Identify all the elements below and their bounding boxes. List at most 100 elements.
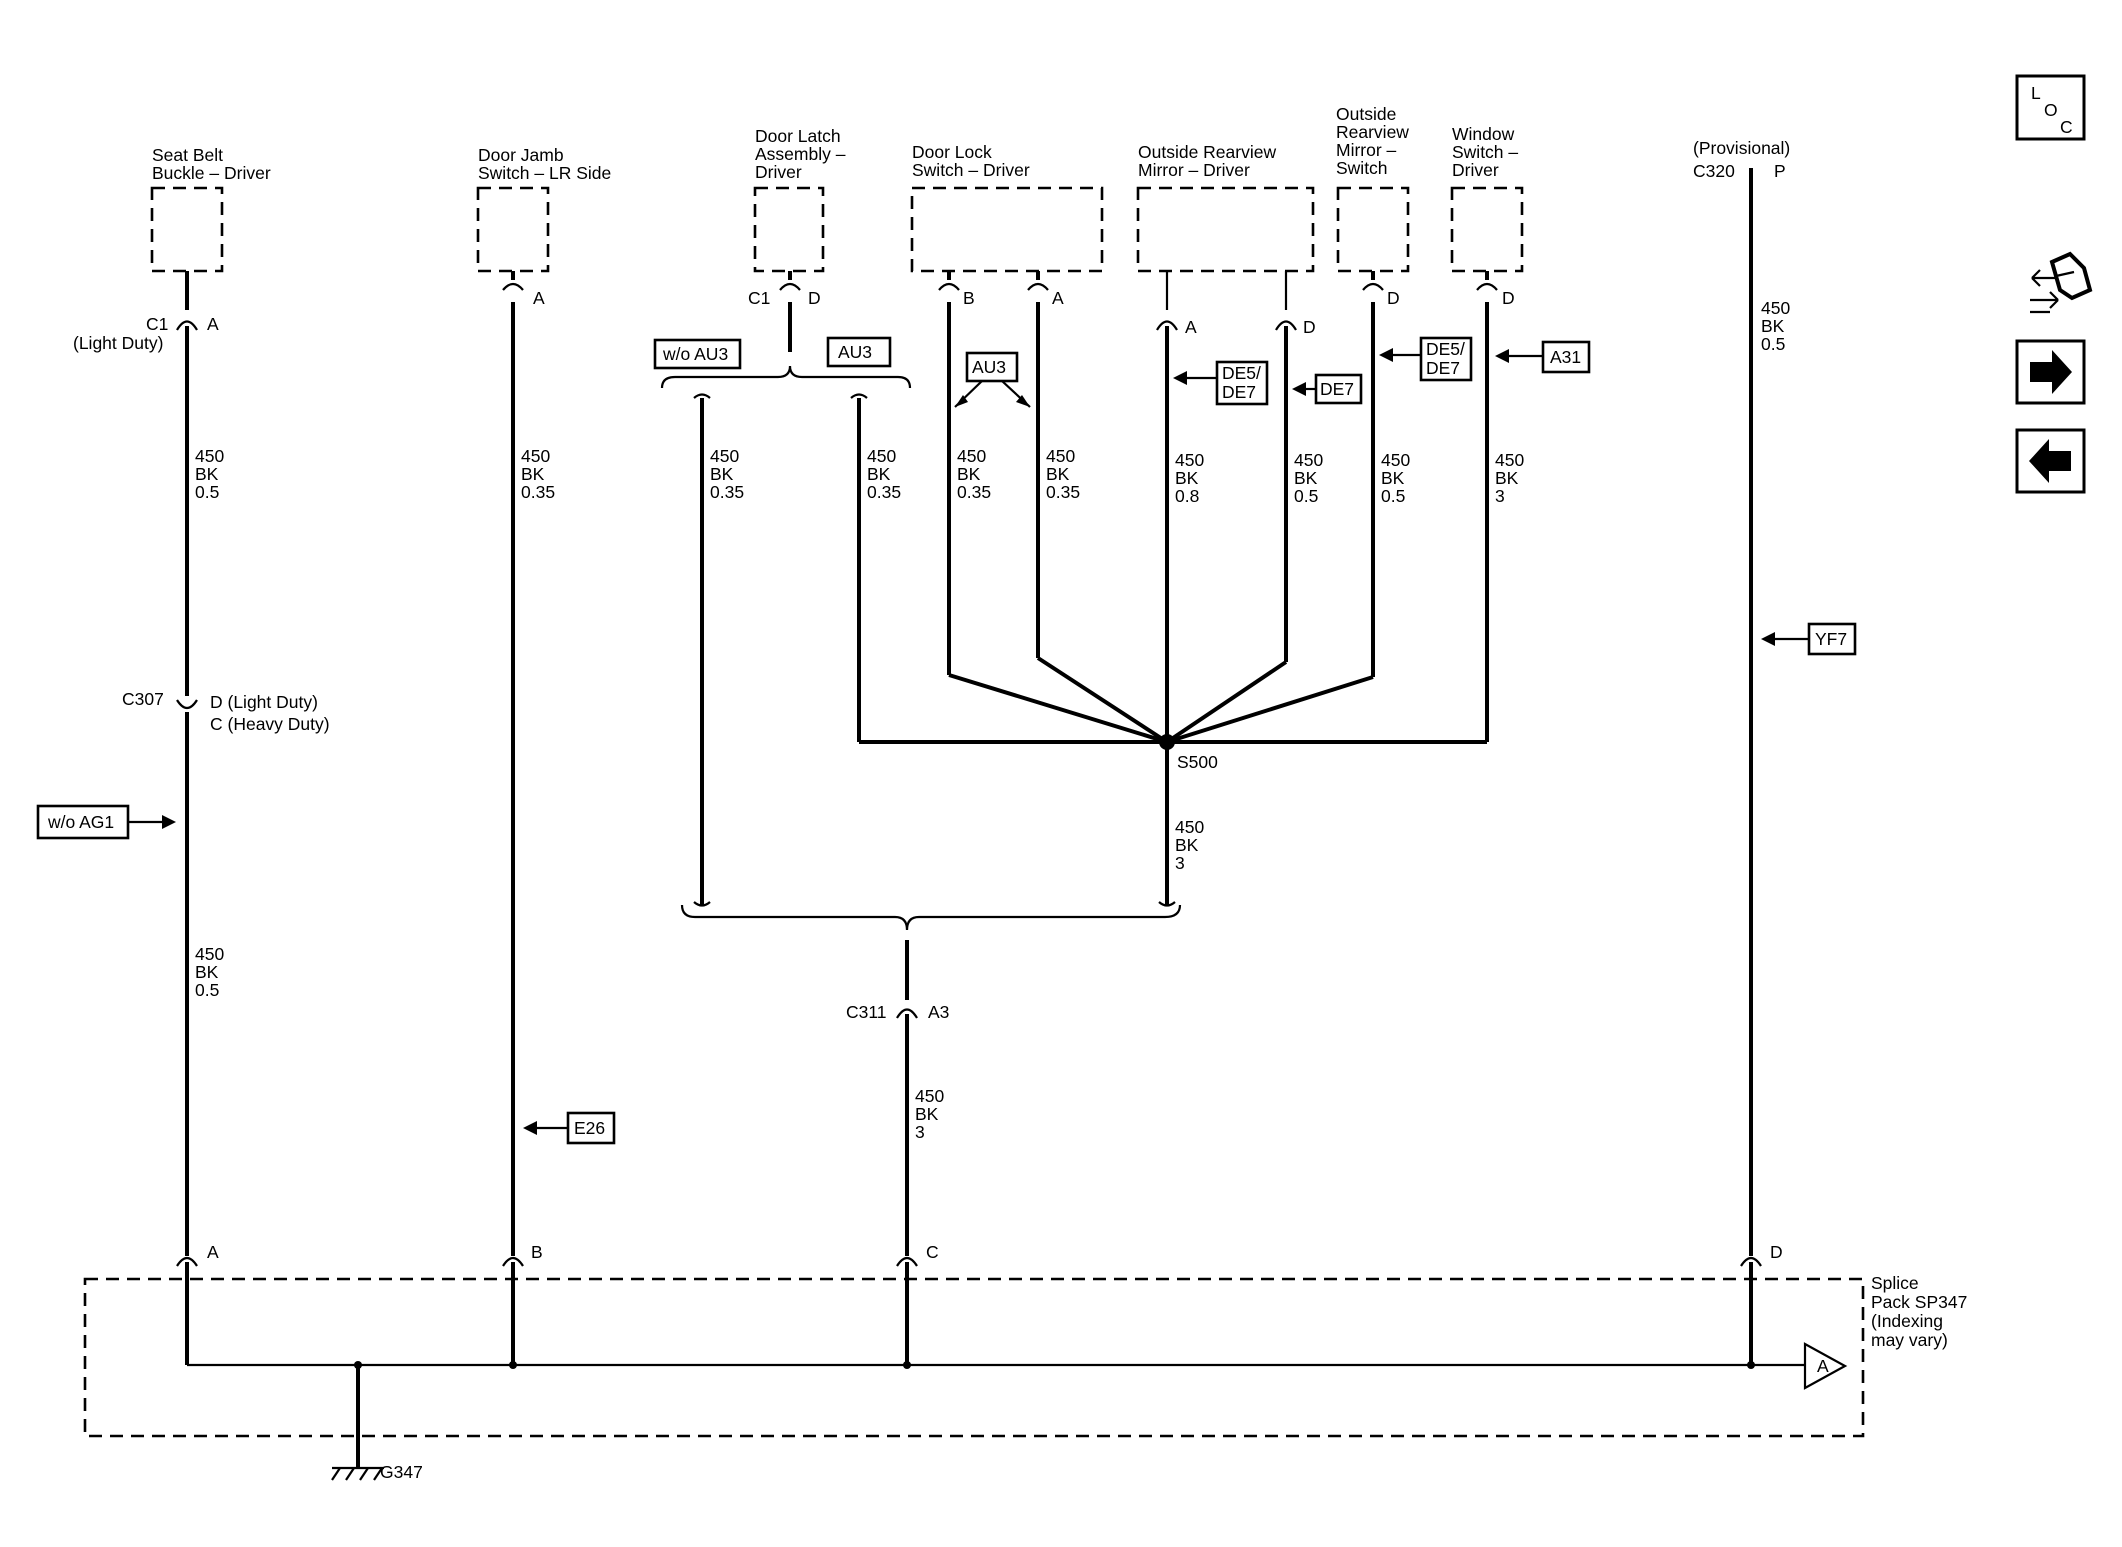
wire-label-s500-down: 450 BK 3 [1175,817,1204,873]
svg-text:0.35: 0.35 [521,482,555,502]
svg-text:BK: BK [1761,316,1785,336]
svg-text:G347: G347 [380,1462,423,1482]
wire-label-lock-b: 450 BK 0.35 [957,446,991,502]
svg-text:O: O [2044,100,2058,120]
svg-text:Door Jamb: Door Jamb [478,145,564,165]
svg-text:Rearview: Rearview [1336,122,1409,142]
svg-text:A: A [533,288,545,308]
wire-label-seat-belt: 450 BK 0.5 [195,446,224,502]
svg-text:BK: BK [915,1104,939,1124]
svg-text:may vary): may vary) [1871,1330,1948,1350]
svg-text:Seat Belt: Seat Belt [152,145,223,165]
option-brace-upper [660,365,912,399]
svg-text:AU3: AU3 [838,342,872,362]
svg-text:YF7: YF7 [1815,629,1847,649]
svg-text:L: L [2031,83,2041,103]
wire-label-seat-belt-lower: 450 BK 0.5 [195,944,224,1000]
wire-label-door-jamb: 450 BK 0.35 [521,446,555,502]
svg-text:D: D [1303,317,1316,337]
wire-label-window-switch: 450 BK 3 [1495,450,1524,506]
wire-label-mirror-a: 450 BK 0.8 [1175,450,1204,506]
option-brace-lower [680,901,1182,931]
wire-label-mirror-d: 450 BK 0.5 [1294,450,1323,506]
wires [185,170,1753,1365]
svg-text:BK: BK [1381,468,1405,488]
svg-text:Switch – Driver: Switch – Driver [912,160,1030,180]
svg-text:450: 450 [1495,450,1524,470]
component-seat-belt-buckle: Seat Belt Buckle – Driver [150,145,271,273]
svg-text:3: 3 [1495,486,1505,506]
wire-label-lock-a: 450 BK 0.35 [1046,446,1080,502]
option-a31: A31 [1495,340,1591,374]
provisional-connector-c320: (Provisional) C320 P [1693,138,1790,181]
svg-text:450: 450 [915,1086,944,1106]
svg-text:(Indexing: (Indexing [1871,1311,1943,1331]
svg-text:Splice: Splice [1871,1273,1919,1293]
svg-text:BK: BK [1495,468,1519,488]
svg-text:0.5: 0.5 [195,482,219,502]
option-wo-ag1: w/o AG1 [36,804,176,840]
svg-text:BK: BK [521,464,545,484]
svg-text:450: 450 [957,446,986,466]
svg-text:0.5: 0.5 [1381,486,1405,506]
svg-text:Mirror –: Mirror – [1336,140,1397,160]
svg-text:450: 450 [1761,298,1790,318]
svg-text:0.5: 0.5 [1294,486,1318,506]
svg-text:Window: Window [1452,124,1515,144]
component-door-latch-assembly: Door Latch Assembly – Driver [753,126,846,273]
svg-text:0.8: 0.8 [1175,486,1199,506]
svg-text:450: 450 [1381,450,1410,470]
svg-text:BK: BK [1046,464,1070,484]
option-de7: DE7 [1292,373,1363,405]
svg-text:C: C [2060,117,2073,137]
option-de5-de7-switch: DE5/ DE7 [1379,336,1473,382]
svg-text:0.5: 0.5 [195,980,219,1000]
svg-text:C320: C320 [1693,161,1735,181]
svg-text:DE7: DE7 [1426,358,1460,378]
svg-text:E26: E26 [574,1118,605,1138]
prev-arrow-icon[interactable] [2015,428,2086,494]
svg-text:BK: BK [1175,468,1199,488]
splice-pack-sp347: A Splice Pack SP347 (Indexing may vary) [83,1273,1967,1438]
svg-text:Driver: Driver [1452,160,1499,180]
svg-text:BK: BK [957,464,981,484]
svg-text:D: D [1502,288,1515,308]
svg-text:B: B [963,288,975,308]
svg-text:A: A [1185,317,1197,337]
svg-text:Assembly –: Assembly – [755,144,846,164]
svg-text:DE5/: DE5/ [1222,363,1261,383]
component-door-lock-switch: Door Lock Switch – Driver [910,142,1104,273]
svg-text:0.35: 0.35 [1046,482,1080,502]
svg-text:Buckle – Driver: Buckle – Driver [152,163,271,183]
connector-icon[interactable] [2030,251,2093,314]
svg-text:Outside Rearview: Outside Rearview [1138,142,1276,162]
wire-label-au3: 450 BK 0.35 [867,446,901,502]
svg-text:Driver: Driver [755,162,802,182]
svg-text:450: 450 [710,446,739,466]
svg-text:DE7: DE7 [1320,379,1354,399]
svg-text:D: D [808,288,821,308]
splice-s500: S500 [1159,734,1218,772]
svg-text:450: 450 [521,446,550,466]
svg-text:BK: BK [195,464,219,484]
svg-text:D: D [1387,288,1400,308]
component-window-switch: Window Switch – Driver [1450,124,1524,273]
pin-labels: C1 A (Light Duty) A C1 D B A A D D D C30… [73,288,1783,1262]
wire-label-wo-au3: 450 BK 0.35 [710,446,744,502]
svg-text:(Provisional): (Provisional) [1693,138,1790,158]
loc-icon[interactable]: L O C [2015,74,2086,141]
option-au3: AU3 [826,336,892,368]
svg-text:3: 3 [1175,853,1185,873]
svg-text:450: 450 [867,446,896,466]
svg-text:C311: C311 [846,1002,887,1022]
svg-text:BK: BK [1175,835,1199,855]
svg-text:C1: C1 [146,314,168,334]
component-mirror-switch: Outside Rearview Mirror – Switch [1336,104,1409,273]
next-arrow-icon[interactable] [2015,339,2086,405]
svg-text:D: D [1770,1242,1783,1262]
svg-text:Switch: Switch [1336,158,1388,178]
svg-text:AU3: AU3 [972,357,1006,377]
svg-text:A: A [1052,288,1064,308]
option-au3-door-lock: AU3 [954,351,1031,408]
